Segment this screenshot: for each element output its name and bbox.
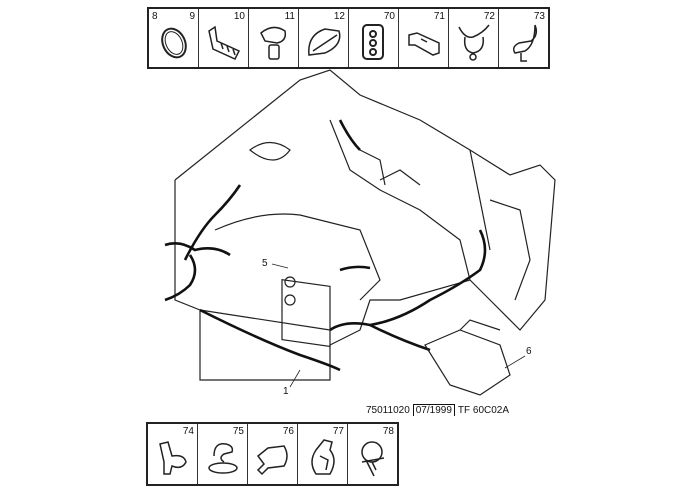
bottom-parts-strip: 74 75 76 77 78 (146, 422, 399, 486)
part-number: 74 (182, 426, 194, 437)
part-number: 73 (533, 11, 545, 22)
part-cell-12[interactable]: 12 (299, 9, 349, 67)
electronic-module (281, 278, 331, 348)
diagram-number: 75011020 (366, 405, 410, 416)
cover-plate-icon (308, 28, 341, 56)
part-cell-70[interactable]: 70 (349, 9, 399, 67)
multi-clip-icon (208, 25, 241, 60)
fuse-box-bracket (424, 319, 511, 396)
part-cell-11[interactable]: 11 (249, 9, 299, 67)
part-cell-72[interactable]: 72 (449, 9, 499, 67)
right-inner-wing (329, 119, 471, 281)
part-cell-8-9[interactable]: 8 9 (149, 9, 199, 67)
left-wing-outline (174, 180, 331, 381)
ring-clip-icon (161, 27, 187, 59)
top-parts-strip: 8 9 10 11 12 70 71 72 73 (147, 7, 550, 69)
leader-line-6 (504, 355, 526, 369)
edge-clip-icon (256, 445, 288, 476)
tie-clip-icon (361, 441, 385, 477)
diagram-date: 07/1999 (412, 404, 455, 416)
part-cell-73[interactable]: 73 (499, 9, 548, 67)
part-cell-77[interactable]: 77 (298, 424, 348, 484)
part-number: 70 (383, 11, 395, 22)
part-number: 12 (333, 11, 345, 22)
part-number: 77 (332, 426, 344, 437)
part-number: 72 (483, 11, 495, 22)
callout-1: 1 (283, 386, 289, 397)
part-cell-10[interactable]: 10 (199, 9, 249, 67)
module-connector (284, 294, 296, 306)
part-number: 11 (284, 11, 295, 22)
bulkhead-outline (174, 69, 556, 346)
part-number: 78 (382, 426, 394, 437)
sheet-code: TF 60C02A (457, 405, 510, 416)
floor-outline (214, 141, 381, 301)
part-number: 71 (433, 11, 445, 22)
part-cell-75[interactable]: 75 (198, 424, 248, 484)
part-number: 8 (152, 11, 158, 22)
part-number: 76 (282, 426, 294, 437)
part-cell-78[interactable]: 78 (348, 424, 397, 484)
cable-clip-icon (458, 24, 490, 61)
round-clip-icon (208, 443, 238, 474)
fir-tree-clip-icon (512, 24, 538, 62)
part-cell-71[interactable]: 71 (399, 9, 449, 67)
leader-line-1 (289, 369, 301, 388)
bracket-icon (408, 32, 440, 56)
wiring-harness (164, 119, 487, 372)
callout-5: 5 (262, 258, 268, 269)
leader-line-5 (271, 263, 289, 269)
part-cell-74[interactable]: 74 (148, 424, 198, 484)
module-connector (284, 276, 296, 288)
pipe-clip-icon (159, 441, 187, 475)
strap-clip-icon (311, 439, 335, 475)
part-number: 75 (232, 426, 244, 437)
part-cell-76[interactable]: 76 (248, 424, 298, 484)
part-number: 10 (233, 11, 245, 22)
triple-clip-icon (362, 24, 384, 60)
part-number: 9 (189, 11, 195, 22)
push-clip-icon (260, 26, 287, 60)
apron-outline (469, 149, 531, 301)
callout-6: 6 (526, 346, 532, 357)
